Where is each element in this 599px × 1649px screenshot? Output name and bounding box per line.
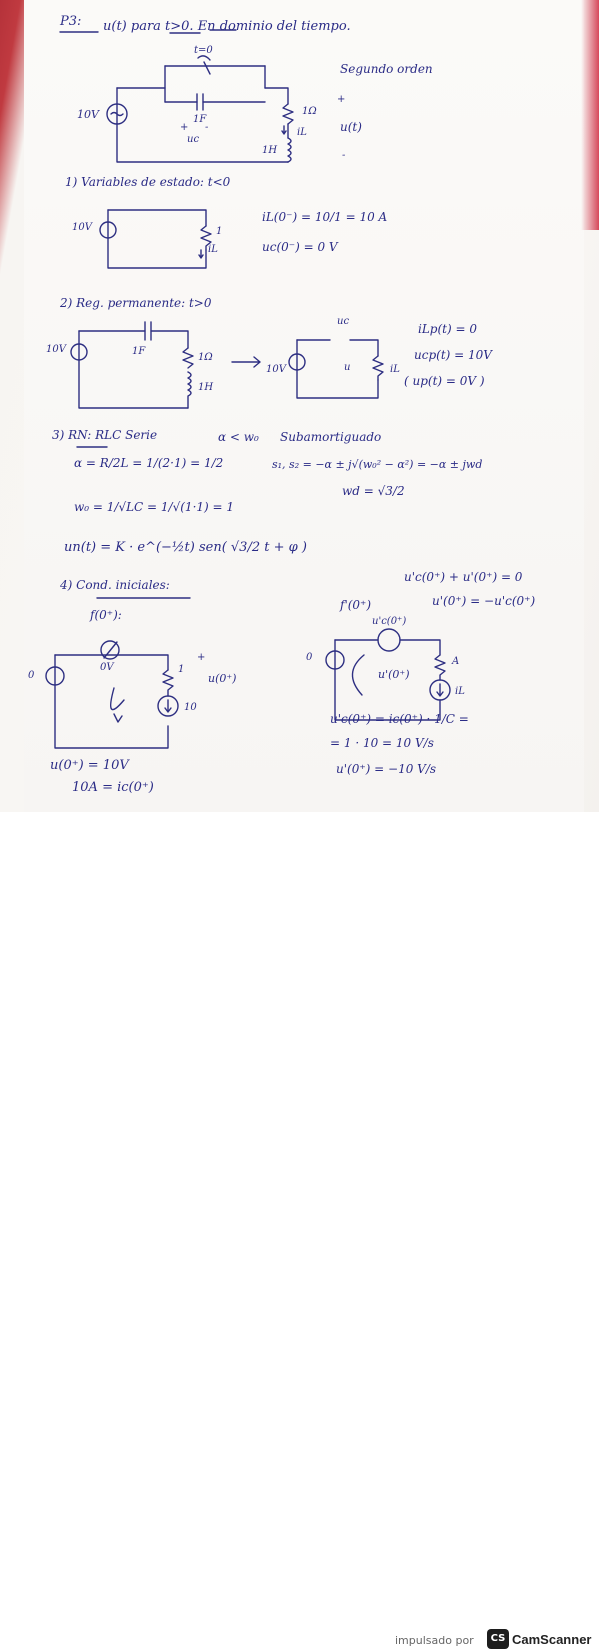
s3-un: un(t) = K · e^(−½t) sen( √3/2 t + φ ) (64, 540, 307, 555)
s3-type: Subamortiguado (280, 430, 382, 444)
s1-res: 1 (216, 226, 223, 237)
ind-label: 1H (262, 145, 278, 156)
problem-number: P3: (60, 14, 82, 29)
s2-il: iL (390, 364, 400, 375)
s2-eq1: iLp(t) = 0 (418, 322, 477, 336)
circuit-4a (45, 640, 179, 749)
s3-w0: w₀ = 1/√LC = 1/√(1·1) = 1 (74, 500, 235, 514)
u-label: u(t) (340, 120, 362, 134)
s3-roots: s₁, s₂ = −α ± j√(w₀² − α²) = −α ± jwd (272, 458, 483, 471)
s1-eq1: iL(0⁻) = 10/1 = 10 A (262, 210, 388, 224)
s3-alpha: α = R/2L = 1/(2·1) = 1/2 (74, 456, 224, 470)
s2-source-a: 10V (46, 344, 66, 355)
cap-minus: - (205, 122, 209, 133)
section3-heading: 3) RN: RLC Serie (52, 428, 158, 442)
s4-fprime: f'(0⁺) (340, 598, 372, 612)
s4-u-plus: + (197, 652, 206, 663)
s4-eq-b: u'(0⁺) = −u'c(0⁺) (432, 594, 536, 608)
s2-uc: uc (337, 316, 350, 327)
s4-src-right: 0 (306, 652, 313, 663)
s1-eq2: uc(0⁻) = 0 V (262, 240, 338, 254)
underline-title (169, 29, 237, 34)
section1-heading: 1) Variables de estado: t<0 (65, 175, 231, 189)
circuit-4b (325, 628, 451, 721)
s2-source-b: 10V (266, 364, 286, 375)
s2-eq3: ( up(t) = 0V ) (404, 374, 485, 388)
s4-cur-right: iL (455, 686, 465, 697)
s4-eq-d: = 1 · 10 = 10 V/s (330, 736, 434, 750)
cap-plus: + (180, 122, 189, 133)
s4-res-left: 1 (178, 664, 185, 675)
background-edge (581, 0, 599, 230)
cap-label: 1F (193, 114, 207, 125)
s1-il: iL (208, 244, 218, 255)
il-label: iL (297, 127, 307, 138)
circuit-2a (70, 321, 194, 409)
s4-f: f(0⁺): (90, 608, 122, 622)
scanner-footer: impulsado por CS CamScanner (0, 812, 599, 1649)
s3-cond: α < w₀ (218, 430, 259, 444)
s4-u-right: u'(0⁺) (378, 668, 410, 681)
switch-label: t=0 (194, 45, 213, 56)
circuit-1 (99, 209, 212, 269)
s4-uc-right: u'c(0⁺) (372, 616, 407, 627)
source-label: 10V (77, 108, 99, 121)
u-minus: - (342, 150, 346, 161)
circuit-2b (231, 339, 384, 399)
s4-eq-c: u'c(0⁺) = ic(0⁺) · 1/C = (330, 712, 469, 726)
s4-eq-ic: 10A = ic(0⁺) (72, 780, 154, 795)
s2-ind-a: 1H (198, 382, 214, 393)
s4-sw: 0V (100, 662, 114, 673)
s3-wd: wd = √3/2 (342, 484, 405, 498)
order-note: Segundo orden (340, 62, 433, 76)
s4-cur-left: 10 (184, 702, 197, 713)
s2-eq2: ucp(t) = 10V (414, 348, 492, 362)
problem-title: u(t) para t>0. En dominio del tiempo. (103, 19, 351, 34)
camscanner-brand: CamScanner (512, 1632, 592, 1647)
u-plus: + (337, 94, 346, 105)
s1-source: 10V (72, 222, 92, 233)
section4-heading: 4) Cond. iniciales: (60, 578, 170, 592)
powered-by-text: impulsado por (395, 1634, 474, 1647)
s4-src-left: 0 (28, 670, 35, 681)
s4-u-left: u(0⁺) (208, 672, 237, 685)
section2-heading: 2) Reg. permanente: t>0 (60, 296, 212, 310)
res-label: 1Ω (302, 106, 317, 117)
scanned-photo: P3: u(t) para t>0. En dominio del tiempo… (0, 0, 599, 812)
s4-eq-e: u'(0⁺) = −10 V/s (336, 762, 437, 776)
s4-res-right: A (452, 656, 460, 667)
s4-eq-u: u(0⁺) = 10V (50, 758, 129, 773)
s4-eq-a: u'c(0⁺) + u'(0⁺) = 0 (404, 570, 523, 584)
camscanner-logo-icon: CS (487, 1629, 509, 1649)
s2-res-a: 1Ω (198, 352, 213, 363)
s2-cap-a: 1F (132, 346, 146, 357)
main-circuit (106, 55, 294, 163)
circuit-drawings (45, 29, 451, 749)
cap-voltage: uc (187, 134, 200, 145)
s2-u: u (344, 362, 351, 373)
